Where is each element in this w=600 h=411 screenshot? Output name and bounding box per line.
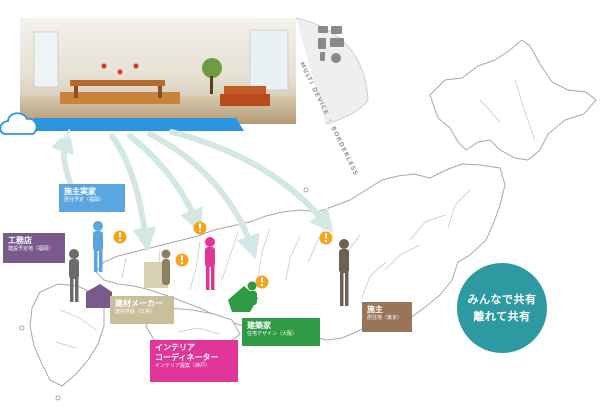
laptop-icon (318, 26, 328, 33)
building-model (86, 284, 112, 308)
role-title: 建材メーカー (115, 299, 163, 308)
role-title: 施主 (367, 305, 383, 314)
cloud-icon (0, 112, 38, 135)
role-label-owner: 施主 居住地（東京） (362, 302, 412, 332)
role-label-interior: インテリア コーディネーター インテリア提案（神戸） (150, 340, 238, 382)
arrow-to-architect (147, 131, 260, 260)
hokkaido-shape (429, 39, 597, 161)
alert-icon (319, 231, 333, 245)
role-title: 建築家 (247, 321, 271, 330)
person-architect (228, 281, 258, 312)
flow-arrows (50, 128, 334, 260)
multi-device-arc (295, 17, 369, 125)
alert-icons (113, 221, 333, 289)
role-label-contractor: 工務店 建設予定地（福岡） (3, 233, 65, 263)
monitor-icon (331, 26, 342, 34)
role-location: 住宅デザイン（大阪） (247, 331, 298, 337)
role-location: 建設予定地（福岡） (8, 246, 54, 252)
arrow-to-interior (127, 133, 204, 234)
plan-subtitle: （クラウド） (80, 134, 111, 140)
alert-icon (113, 230, 127, 244)
tv-icon (330, 38, 344, 47)
role-location: 居住地（東京） (367, 315, 403, 321)
role-title: 施主実家 (64, 187, 96, 196)
alert-icon (255, 275, 269, 289)
role-location: 建材供給（広島） (115, 309, 156, 315)
sharing-badge: みんなで共有 離れて共有 (457, 263, 547, 353)
disc-icon (331, 53, 341, 63)
role-location: インテリア提案（神戸） (155, 363, 211, 369)
room-rendering (20, 18, 296, 124)
person-owner (339, 239, 349, 306)
role-label-material-maker: 建材メーカー 建材供給（広島） (110, 296, 174, 324)
person-contractor (69, 249, 79, 302)
role-location: 居住予定（福岡） (64, 197, 105, 203)
person-owner-family (93, 221, 103, 272)
alert-icon (175, 253, 189, 267)
person-material-maker (144, 249, 171, 288)
plan-title: 共有計画 (44, 131, 76, 140)
plan-label: 共有計画 （クラウド） (44, 123, 110, 142)
kyushu-shape (29, 283, 105, 387)
role-label-architect: 建築家 住宅デザイン（大阪） (242, 318, 320, 346)
role-label-owner-family: 施主実家 居住予定（福岡） (59, 184, 125, 212)
alert-icon (193, 221, 207, 235)
arrow-from-owner-family (50, 128, 74, 185)
device-icons (318, 26, 344, 63)
phone-icon (320, 52, 325, 61)
badge-line1: みんなで共有 (467, 293, 537, 306)
role-title: 工務店 (8, 236, 32, 245)
person-interior (205, 237, 215, 290)
role-title: インテリア コーディネーター (155, 343, 219, 362)
cloud-bar (34, 118, 244, 131)
tablet-icon (318, 38, 326, 49)
arrow-to-owner (169, 129, 334, 234)
arrow-to-material-maker (109, 133, 157, 252)
badge-line2: 離れて共有 (473, 310, 531, 323)
